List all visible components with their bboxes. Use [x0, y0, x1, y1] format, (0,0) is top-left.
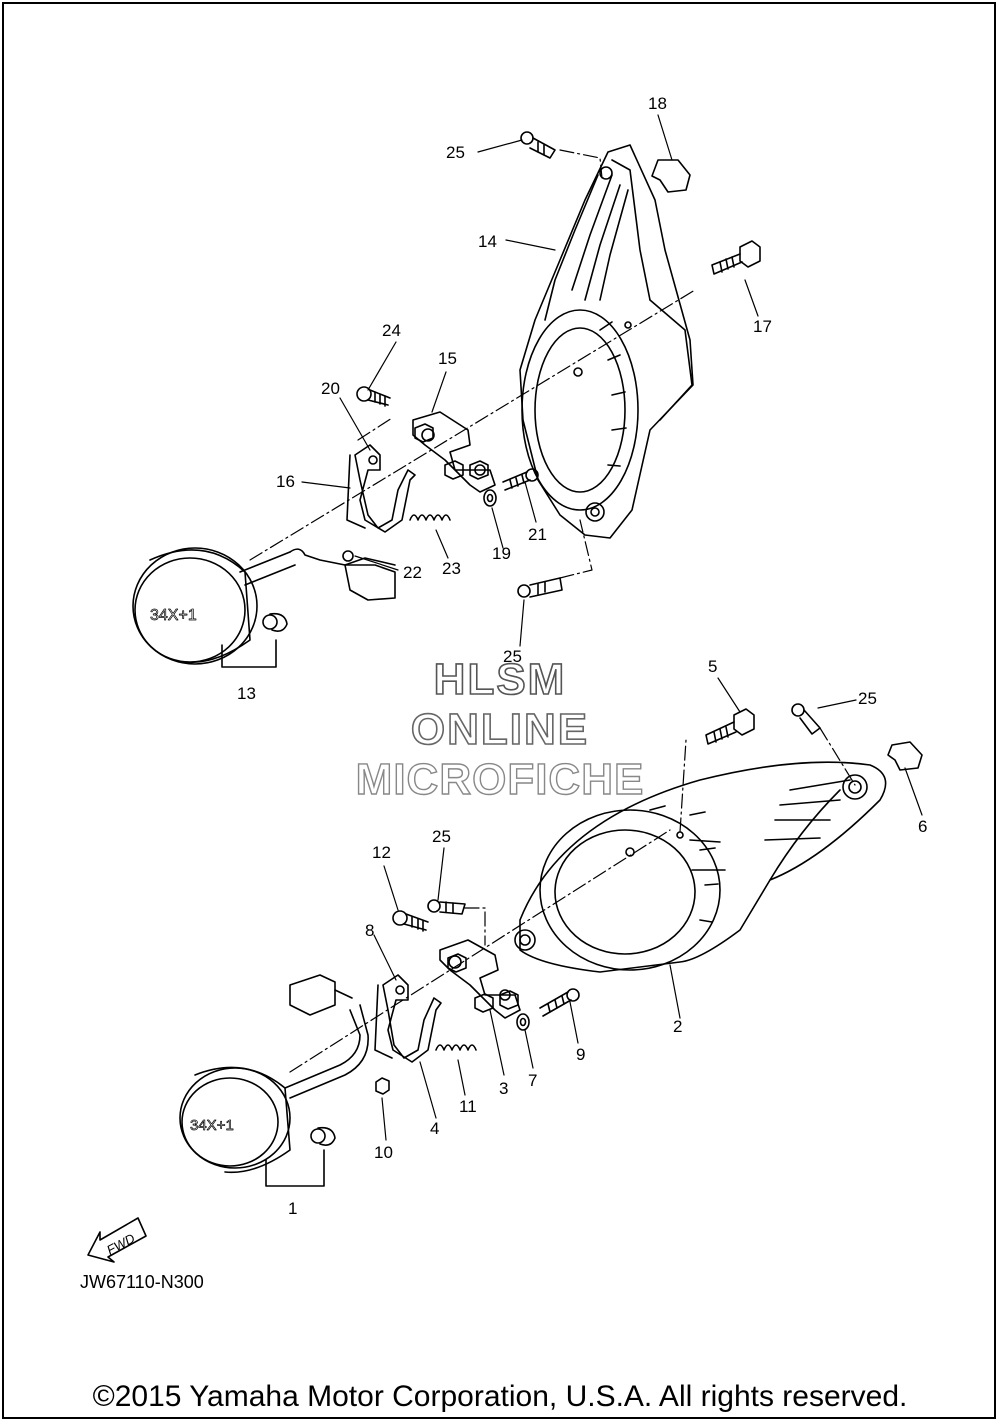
gasket-part-18 [651, 159, 691, 193]
svg-text:34X+1: 34X+1 [190, 1117, 234, 1134]
assembly-axis-lines [249, 149, 856, 1073]
lower-bracket-assembly [374, 939, 521, 1095]
callout-23: 23 [442, 559, 461, 578]
lower-headlight-bulb: 34X+1 [179, 974, 369, 1187]
upper-fasteners [356, 131, 761, 598]
callout-25: 25 [503, 647, 522, 666]
callout-8: 8 [365, 921, 375, 940]
callout-25: 25 [432, 827, 451, 846]
callout-22: 22 [403, 563, 422, 582]
leader-lines [301, 114, 923, 1141]
figure-code: JW67110-N300 [80, 1272, 204, 1292]
watermark-line-1: HLSM [433, 655, 567, 704]
callout-1: 1 [288, 1199, 298, 1218]
callout-3: 3 [499, 1079, 509, 1098]
callout-16: 16 [276, 472, 295, 491]
upper-headlight-housing [519, 144, 694, 539]
callout-4: 4 [430, 1119, 440, 1138]
callout-2: 2 [673, 1017, 683, 1036]
watermark-line-2: ONLINE [410, 705, 590, 754]
callout-10: 10 [374, 1143, 393, 1162]
callout-21: 21 [528, 525, 547, 544]
callout-17: 17 [753, 317, 772, 336]
upper-headlight-bulb: 34X+1 [132, 547, 396, 668]
callout-20: 20 [321, 379, 340, 398]
svg-text:34X+1: 34X+1 [150, 607, 197, 624]
callout-7: 7 [528, 1071, 538, 1090]
callout-5: 5 [708, 657, 718, 676]
lower-fasteners [392, 703, 821, 1031]
copyright-notice: ©2015 Yamaha Motor Corporation, U.S.A. A… [92, 1380, 908, 1413]
callout-19: 19 [492, 544, 511, 563]
lower-headlight-housing [514, 761, 887, 973]
callout-12: 12 [372, 843, 391, 862]
callout-14: 14 [478, 232, 497, 251]
callout-13: 13 [237, 684, 256, 703]
callout-9: 9 [576, 1045, 586, 1064]
fwd-arrow: FWD [87, 1217, 147, 1263]
callout-15: 15 [438, 349, 457, 368]
upper-bracket-assembly [342, 411, 496, 562]
callout-24: 24 [382, 321, 401, 340]
callout-25: 25 [446, 143, 465, 162]
callout-18: 18 [648, 94, 667, 113]
callout-6: 6 [918, 817, 928, 836]
callout-11: 11 [459, 1097, 477, 1116]
gasket-part-6 [887, 741, 923, 771]
callout-25: 25 [858, 689, 877, 708]
watermark-line-3: MICROFICHE [355, 755, 645, 804]
